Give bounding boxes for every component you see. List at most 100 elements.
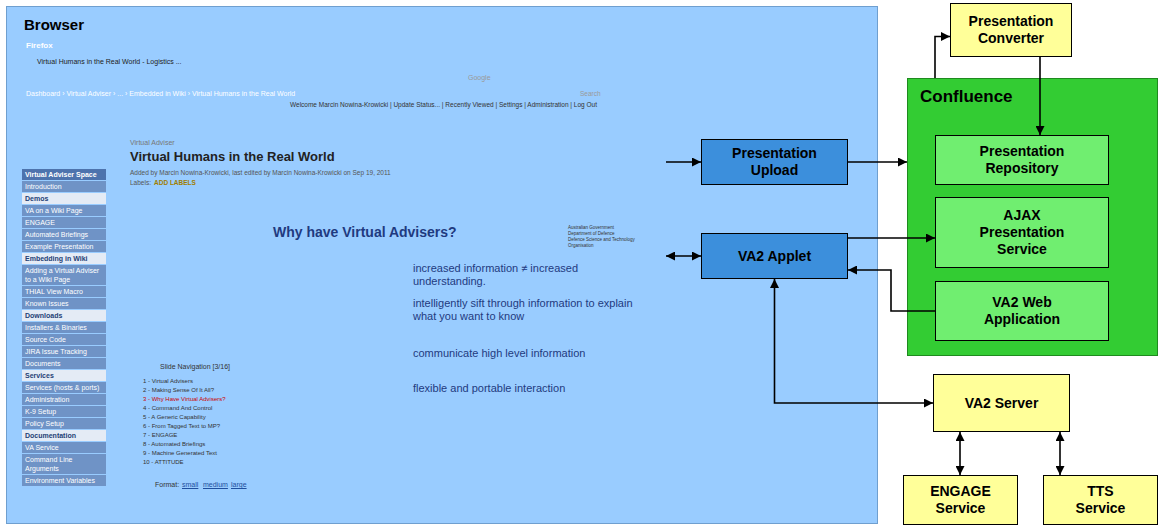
box-label: Presentation Converter — [956, 13, 1066, 47]
box-label: Presentation Upload — [715, 145, 835, 179]
screenshot-text: Google — [468, 74, 491, 81]
text-anchor: medium — [203, 481, 228, 488]
sidebar-link: Policy Setup — [22, 418, 106, 429]
text-anchor: Confluence — [920, 87, 1013, 107]
text-anchor: Firefox — [26, 41, 53, 51]
screenshot-text: intelligently sift through information t… — [413, 297, 643, 323]
sidebar-link: Introduction — [22, 181, 106, 192]
text-anchor: flexible and portable interaction — [413, 382, 643, 395]
service-box: VA2 Server — [933, 374, 1070, 432]
connector — [959, 432, 961, 475]
text-anchor: Virtual Humans in the Real World - Logis… — [37, 58, 181, 65]
connector — [848, 270, 935, 311]
text-anchor: Defence Science and Technology Organisat… — [568, 237, 652, 248]
sidebar-link: Documentation — [22, 430, 106, 441]
connector — [935, 36, 950, 78]
sidebar-link: Example Presentation — [22, 241, 106, 252]
sidebar-link: VA Service — [22, 442, 106, 453]
sidebar-link: K-9 Setup — [22, 406, 106, 417]
service-box: Presentation Converter — [950, 3, 1072, 57]
box-label: ENGAGE Service — [921, 483, 1001, 517]
slide-list-item: 3 - Why Have Virtual Advisers? — [143, 395, 240, 404]
browser-region: BrowserFirefoxVirtual Adviser SpaceIntro… — [6, 6, 878, 524]
box-label: VA2 Server — [965, 395, 1039, 412]
text-anchor: Added by Marcin Nowina-Krowicki, last ed… — [130, 169, 391, 176]
sidebar-link: Documents — [22, 358, 106, 369]
sidebar-link: Command Line Arguments — [22, 454, 106, 474]
text-anchor: Google — [468, 74, 491, 81]
screenshot-text: Why have Virtual Advisers? — [273, 224, 457, 240]
service-box: ENGAGE Service — [903, 475, 1018, 525]
connector — [666, 255, 701, 257]
slide-list-item: 2 - Making Sense Of It All? — [143, 386, 240, 395]
screenshot-text: Added by Marcin Nowina-Krowicki, last ed… — [130, 169, 391, 176]
screenshot-text: Format: — [155, 481, 179, 488]
sidebar-link: VA on a Wiki Page — [22, 205, 106, 216]
text-anchor: Australian Government — [568, 225, 652, 231]
process-box: VA2 Applet — [701, 233, 848, 279]
box-label: AJAX Presentation Service — [972, 207, 1072, 258]
component-box: VA2 Web Application — [935, 281, 1109, 341]
sidebar-link: THIAL View Macro — [22, 286, 106, 297]
browser-window: FirefoxVirtual Adviser SpaceIntroduction… — [20, 38, 666, 516]
box-label: Presentation Repository — [967, 143, 1077, 177]
sidebar-link: Environment Variables — [22, 475, 106, 486]
screenshot-text: ADD LABELS — [154, 179, 196, 186]
connector — [1059, 432, 1061, 475]
browser-button-label: Firefox — [26, 41, 53, 51]
connector — [775, 279, 934, 403]
slide-list-item: 4 - Command And Control — [143, 404, 240, 413]
screenshot-text: Department of Defence — [568, 231, 652, 237]
slide-list-item: 9 - Machine Generated Text — [143, 449, 240, 458]
sidebar-link: ENGAGE — [22, 217, 106, 228]
text-anchor: Virtual Adviser SpaceIntroductionDemosVA… — [22, 169, 106, 487]
screenshot-text: Virtual Humans in the Real World — [130, 149, 335, 164]
screenshot-text: increased information ≠ increased unders… — [413, 262, 643, 288]
text-anchor: ADD LABELS — [154, 179, 196, 186]
text-anchor: increased information ≠ increased unders… — [413, 262, 643, 288]
component-box: Presentation Repository — [935, 135, 1109, 185]
text-anchor: 1 - Virtual Advisers2 - Making Sense Of … — [143, 377, 240, 467]
slide-list-item: 1 - Virtual Advisers — [143, 377, 240, 386]
region-title: Browser — [24, 16, 84, 34]
box-label: VA2 Web Application — [972, 294, 1072, 328]
screenshot-text: Australian Government — [568, 225, 652, 231]
sidebar-link: Administration — [22, 394, 106, 405]
text-anchor: Format: — [155, 481, 179, 488]
screenshot-text: small — [182, 481, 198, 488]
text-anchor: Browser — [24, 16, 84, 34]
slide-list-item: 8 - Automated Briefings — [143, 440, 240, 449]
sidebar-link: Downloads — [22, 310, 106, 321]
screenshot-text: communicate high level information — [413, 347, 643, 360]
sidebar-link: Known Issues — [22, 298, 106, 309]
box-label: TTS Service — [1061, 483, 1141, 517]
text-anchor: intelligently sift through information t… — [413, 297, 643, 323]
sidebar-link: Demos — [22, 193, 106, 204]
text-anchor: Department of Defence — [568, 231, 652, 237]
connector — [1039, 57, 1041, 135]
text-anchor: Virtual Adviser — [130, 139, 175, 146]
slide-list-item: 6 - From Tagged Text to MP? — [143, 422, 240, 431]
text-anchor: small — [182, 481, 198, 488]
screenshot-text: Slide Navigation [3/16] — [160, 363, 230, 370]
screenshot-text: Labels: — [130, 179, 151, 186]
screenshot-text: Virtual Adviser — [130, 139, 175, 146]
text-anchor: Why have Virtual Advisers? — [273, 224, 457, 240]
text-anchor: Search — [580, 89, 601, 99]
text-anchor: Virtual Humans in the Real World — [130, 149, 335, 164]
connector — [848, 161, 907, 163]
region-title: Confluence — [920, 87, 1013, 107]
screenshot-text: Virtual Humans in the Real World - Logis… — [37, 58, 181, 65]
text-anchor: large — [231, 481, 247, 488]
text-anchor: Welcome Marcin Nowina-Krowicki | Update … — [290, 101, 597, 108]
slide-list-item: 5 - A Generic Capability — [143, 413, 240, 422]
process-box: Presentation Upload — [701, 139, 848, 185]
screenshot-text: flexible and portable interaction — [413, 382, 643, 395]
sidebar-link: Automated Briefings — [22, 229, 106, 240]
sidebar-link: Services — [22, 370, 106, 381]
sidebar-link: Embedding in Wiki — [22, 253, 106, 264]
screenshot-text: Dashboard › Virtual Adviser › ... › Embe… — [26, 89, 295, 99]
slide-list-item: 7 - ENGAGE — [143, 431, 240, 440]
text-anchor: communicate high level information — [413, 347, 643, 360]
